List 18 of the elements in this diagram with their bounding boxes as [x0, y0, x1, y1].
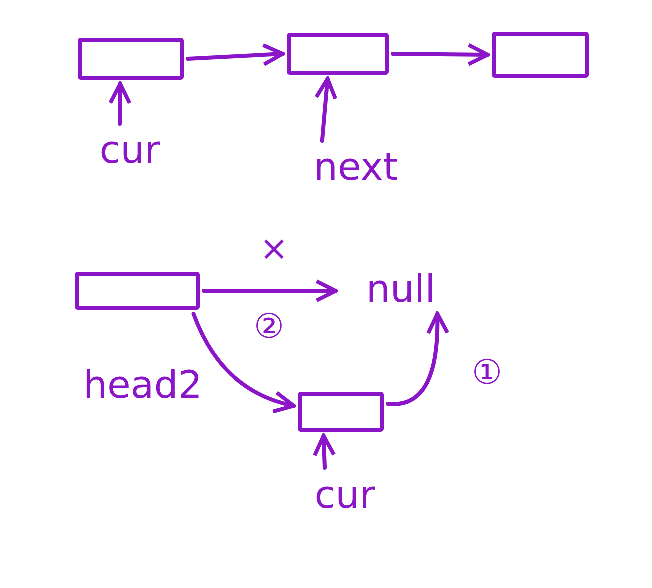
node-label: null: [340, 268, 462, 310]
list-node-box: [75, 272, 200, 310]
arrow: [386, 312, 450, 406]
node-label: next: [300, 145, 412, 189]
node-label: cur: [295, 472, 395, 518]
list-node-box: [298, 392, 384, 432]
arrow: [313, 434, 336, 470]
arrow: [192, 312, 296, 413]
arrow: [202, 280, 338, 303]
list-node-box: [78, 38, 184, 80]
arrow: [186, 44, 285, 67]
arrow: [314, 77, 338, 143]
arrow: [108, 82, 132, 126]
list-node-box: [287, 33, 389, 75]
list-node-box: [492, 32, 589, 78]
node-label: cur: [80, 128, 180, 172]
arrow: [391, 43, 490, 66]
node-label: head2: [68, 362, 218, 408]
